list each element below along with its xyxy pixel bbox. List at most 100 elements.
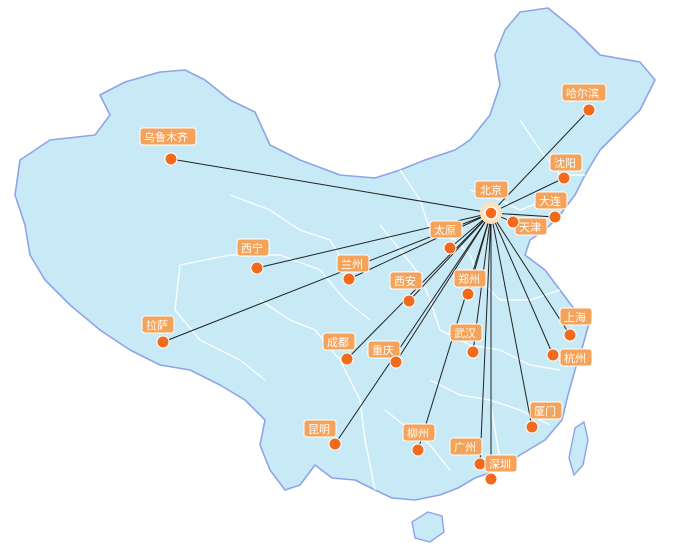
city-label: 乌鲁木齐 <box>144 130 188 144</box>
city-label: 兰州 <box>341 258 363 271</box>
city-dot <box>461 287 475 301</box>
city-label: 西宁 <box>241 241 263 255</box>
city-marker-taiyuan[interactable]: 太原 <box>429 220 463 255</box>
city-marker-zhengzhou[interactable]: 郑州 <box>453 269 487 301</box>
city-label: 武汉 <box>454 327 476 340</box>
city-label-bg <box>367 340 401 359</box>
province-borders <box>174 119 585 491</box>
city-dot <box>443 241 457 255</box>
city-label: 深圳 <box>489 458 511 471</box>
city-label-bg <box>449 323 483 342</box>
hub-label: 北京 <box>480 183 502 197</box>
city-marker-harbin[interactable]: 哈尔滨 <box>561 83 607 117</box>
city-dot <box>342 272 356 286</box>
city-label-bg <box>429 220 463 239</box>
city-label-bg <box>336 254 370 273</box>
city-dot <box>473 457 487 471</box>
city-dot <box>557 171 571 185</box>
hub-label-bg <box>474 180 509 199</box>
city-dot <box>546 348 560 362</box>
city-label: 沈阳 <box>554 156 576 170</box>
city-label-bg <box>549 153 583 172</box>
city-marker-chengdu[interactable]: 成都 <box>322 332 356 366</box>
city-label: 昆明 <box>308 423 330 436</box>
route-line-xian <box>408 212 492 302</box>
city-marker-xiamen[interactable]: 厦门 <box>525 401 563 434</box>
city-marker-shanghai[interactable]: 上海 <box>559 307 593 342</box>
city-dot <box>389 355 403 369</box>
city-label: 哈尔滨 <box>566 86 599 100</box>
city-label-bg <box>449 437 483 456</box>
taiwan-island <box>568 420 589 477</box>
city-label: 厦门 <box>534 404 556 418</box>
city-label-bg <box>559 307 593 326</box>
city-label: 西安 <box>394 274 416 288</box>
city-label: 重庆 <box>372 343 394 357</box>
city-dot <box>402 294 416 308</box>
city-dot <box>156 335 170 349</box>
city-marker-lanzhou[interactable]: 兰州 <box>336 254 370 286</box>
city-label-bg <box>484 454 518 473</box>
city-label-bg <box>141 315 175 334</box>
city-label: 拉萨 <box>146 318 168 332</box>
city-marker-xian[interactable]: 西安 <box>389 271 423 308</box>
city-label: 天津 <box>519 221 541 234</box>
city-marker-xining[interactable]: 西宁 <box>236 238 270 275</box>
city-marker-guangzhou[interactable]: 广州 <box>449 437 487 471</box>
city-marker-dalian[interactable]: 大连 <box>534 191 568 224</box>
city-marker-liuzhou[interactable]: 柳州 <box>402 423 436 457</box>
route-line-lanzhou <box>348 212 492 280</box>
route-line-chongqing <box>395 212 492 363</box>
city-label: 郑州 <box>458 272 480 286</box>
route-line-urumqi <box>170 158 492 214</box>
city-dot <box>340 352 354 366</box>
city-dot <box>548 210 562 224</box>
city-marker-shenzhen[interactable]: 深圳 <box>484 454 518 486</box>
city-marker-kunming[interactable]: 昆明 <box>303 419 342 451</box>
city-dot <box>484 472 498 486</box>
city-label: 广州 <box>454 441 476 454</box>
route-line-shenyang <box>490 177 565 214</box>
route-line-shanghai <box>490 212 571 336</box>
city-dot <box>328 437 342 451</box>
city-label-bg <box>236 238 270 257</box>
city-dot <box>563 328 577 342</box>
city-label-bg <box>529 401 563 420</box>
city-dot <box>582 103 596 117</box>
city-label-bg <box>561 83 607 102</box>
city-label-bg <box>139 127 197 146</box>
city-dot <box>250 261 264 275</box>
route-line-kunming <box>334 212 492 445</box>
city-dot <box>506 215 520 229</box>
city-marker-urumqi[interactable]: 乌鲁木齐 <box>139 127 197 166</box>
city-marker-wuhan[interactable]: 武汉 <box>449 323 483 359</box>
city-label-bg <box>389 271 423 290</box>
city-dot <box>525 420 539 434</box>
hainan-island <box>411 511 445 543</box>
route-line-xiamen <box>490 212 533 428</box>
city-marker-tianjin[interactable]: 天津 <box>506 215 548 236</box>
city-marker-shenyang[interactable]: 沈阳 <box>549 153 583 185</box>
city-dot <box>164 152 178 166</box>
city-label-bg <box>402 423 436 442</box>
city-label-bg <box>559 348 593 367</box>
city-label: 大连 <box>539 194 561 208</box>
city-label: 成都 <box>327 336 349 349</box>
route-line-hangzhou <box>490 212 554 356</box>
city-label-bg <box>534 191 568 210</box>
city-label-bg <box>303 419 337 438</box>
route-line-guangzhou <box>479 212 492 465</box>
city-marker-lhasa[interactable]: 拉萨 <box>141 315 175 349</box>
city-label-bg <box>322 332 356 351</box>
city-marker-chongqing[interactable]: 重庆 <box>367 340 403 369</box>
city-dot <box>466 345 480 359</box>
city-label-bg <box>453 269 487 288</box>
hub-marker-beijing[interactable]: 北京 <box>474 180 509 224</box>
city-dot <box>411 443 425 457</box>
city-label: 柳州 <box>407 426 429 440</box>
hub-dot <box>484 206 498 220</box>
city-label: 上海 <box>564 310 586 324</box>
city-marker-hangzhou[interactable]: 杭州 <box>546 348 593 367</box>
